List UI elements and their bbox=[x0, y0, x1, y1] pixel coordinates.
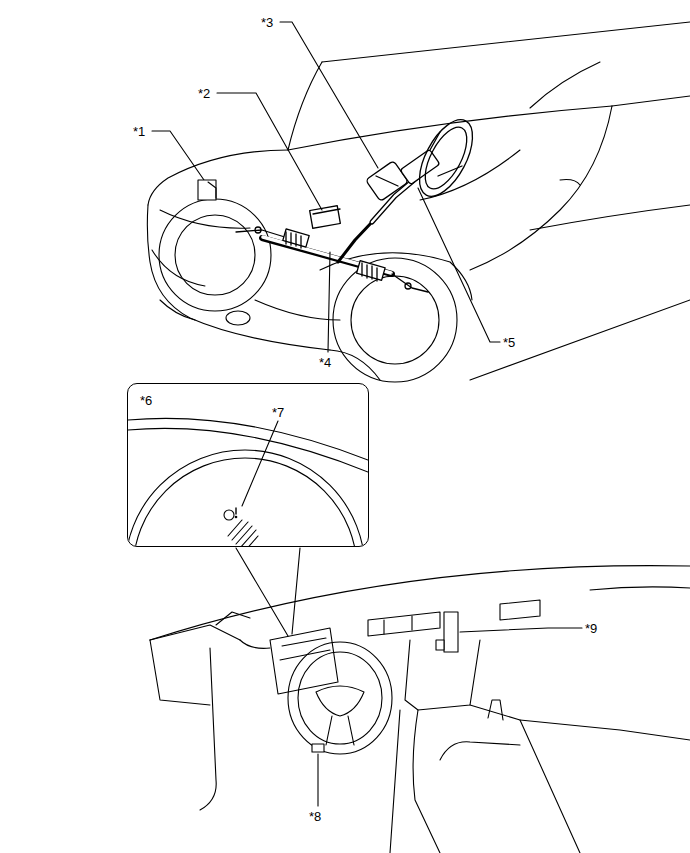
callout-number: *5 bbox=[503, 336, 515, 349]
dashboard bbox=[150, 566, 690, 853]
steering-system bbox=[236, 112, 483, 292]
inset-box: *6 bbox=[127, 383, 369, 547]
inset-pointer bbox=[236, 548, 300, 636]
callout-number: *8 bbox=[309, 810, 321, 823]
callout-number: *1 bbox=[133, 125, 145, 138]
callout-number: *9 bbox=[585, 622, 597, 635]
callout-number: *2 bbox=[198, 87, 210, 100]
callout-number: *6 bbox=[140, 394, 152, 407]
callout-number: *7 bbox=[272, 406, 284, 419]
callout-number: *4 bbox=[319, 356, 331, 369]
callout-number: *3 bbox=[261, 16, 273, 29]
car-outline bbox=[147, 22, 690, 382]
leader-lines bbox=[152, 22, 582, 806]
meter-detail bbox=[128, 418, 368, 546]
